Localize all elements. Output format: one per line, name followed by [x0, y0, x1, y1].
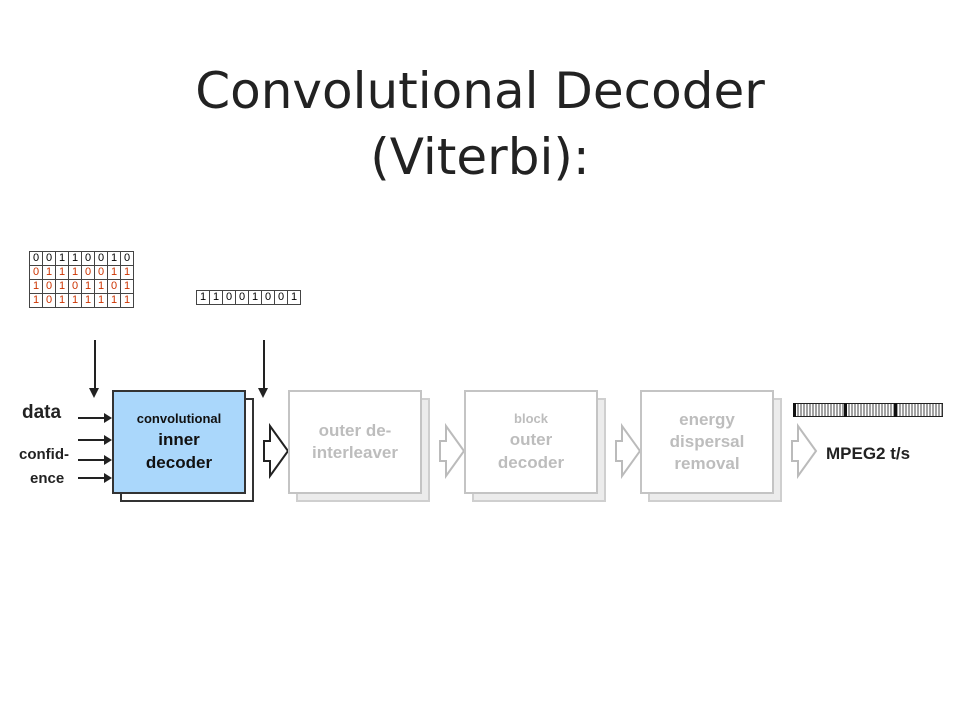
block-2-line1: outer de- [318, 421, 392, 440]
bit-cell: 0 [42, 251, 56, 266]
output-bit-cell: 0 [261, 290, 275, 305]
outer-deinterleaver-block: outer de- interleaver [288, 390, 422, 494]
block-3-line1: block [514, 411, 548, 426]
block-1-line2: inner [158, 430, 200, 449]
bit-cell: 1 [55, 251, 69, 266]
bit-cell: 1 [107, 251, 121, 266]
bit-cell: 1 [81, 279, 95, 294]
output-bit-cell: 1 [196, 290, 210, 305]
output-bit-cell: 0 [222, 290, 236, 305]
bit-cell: 1 [68, 293, 82, 308]
bit-cell: 1 [120, 279, 134, 294]
title-line-2: (Viterbi): [370, 128, 590, 186]
bit-cell: 1 [120, 265, 134, 280]
bit-cell: 1 [29, 279, 43, 294]
block-4-line3: removal [674, 454, 740, 473]
bit-cell: 1 [107, 265, 121, 280]
bit-cell: 0 [94, 265, 108, 280]
output-label: MPEG2 t/s [826, 444, 911, 463]
output-bit-cell: 0 [274, 290, 288, 305]
confidence-label-line1: confid- [19, 446, 69, 463]
convolutional-inner-decoder-block: convolutional inner decoder [112, 390, 246, 494]
bit-cell: 1 [29, 293, 43, 308]
matrix-down-line [94, 340, 96, 390]
slide-title: Convolutional Decoder (Viterbi): [0, 58, 960, 190]
block-arrow-4 [791, 422, 818, 480]
output-bit-cell: 1 [209, 290, 223, 305]
bit-cell: 0 [29, 265, 43, 280]
output-bit-cell: 1 [248, 290, 262, 305]
bit-cell: 0 [94, 251, 108, 266]
bit-cell: 0 [120, 251, 134, 266]
bit-cell: 1 [55, 293, 69, 308]
bit-cell: 0 [68, 279, 82, 294]
bit-cell: 0 [107, 279, 121, 294]
bit-cell: 0 [81, 265, 95, 280]
data-label: data [22, 402, 62, 423]
bit-cell: 1 [68, 265, 82, 280]
block-1-line1: convolutional [136, 411, 222, 426]
output-up-line [263, 340, 265, 390]
bit-cell: 1 [55, 265, 69, 280]
block-arrow-3 [615, 422, 642, 480]
bit-cell: 0 [81, 251, 95, 266]
bit-cell: 1 [94, 293, 108, 308]
bit-cell: 1 [81, 293, 95, 308]
block-arrow-1 [263, 422, 290, 480]
block-3-line3: decoder [497, 453, 565, 472]
block-2-line2: interleaver [312, 443, 398, 462]
output-bit-cell: 0 [235, 290, 249, 305]
block-4-line2: dispersal [669, 432, 745, 451]
output-up-arrowhead [258, 388, 268, 398]
title-line-1: Convolutional Decoder [195, 62, 765, 120]
energy-dispersal-removal-block: energy dispersal removal [640, 390, 774, 494]
matrix-down-arrowhead [89, 388, 99, 398]
bit-cell: 1 [55, 279, 69, 294]
output-bit-cell: 1 [287, 290, 301, 305]
block-outer-decoder-block: block outer decoder [464, 390, 598, 494]
bit-cell: 1 [107, 293, 121, 308]
bit-cell: 0 [29, 251, 43, 266]
bit-cell: 1 [68, 251, 82, 266]
block-4-line1: energy [679, 410, 735, 429]
bit-cell: 0 [42, 279, 56, 294]
confidence-label-line2: ence [30, 470, 65, 487]
block-3-line2: outer [509, 430, 553, 449]
bit-cell: 0 [42, 293, 56, 308]
block-arrow-2 [439, 422, 466, 480]
bit-cell: 1 [42, 265, 56, 280]
block-1-line3: decoder [145, 453, 213, 472]
bit-cell: 1 [94, 279, 108, 294]
bit-cell: 1 [120, 293, 134, 308]
mpeg2-stream-icon [793, 403, 943, 417]
